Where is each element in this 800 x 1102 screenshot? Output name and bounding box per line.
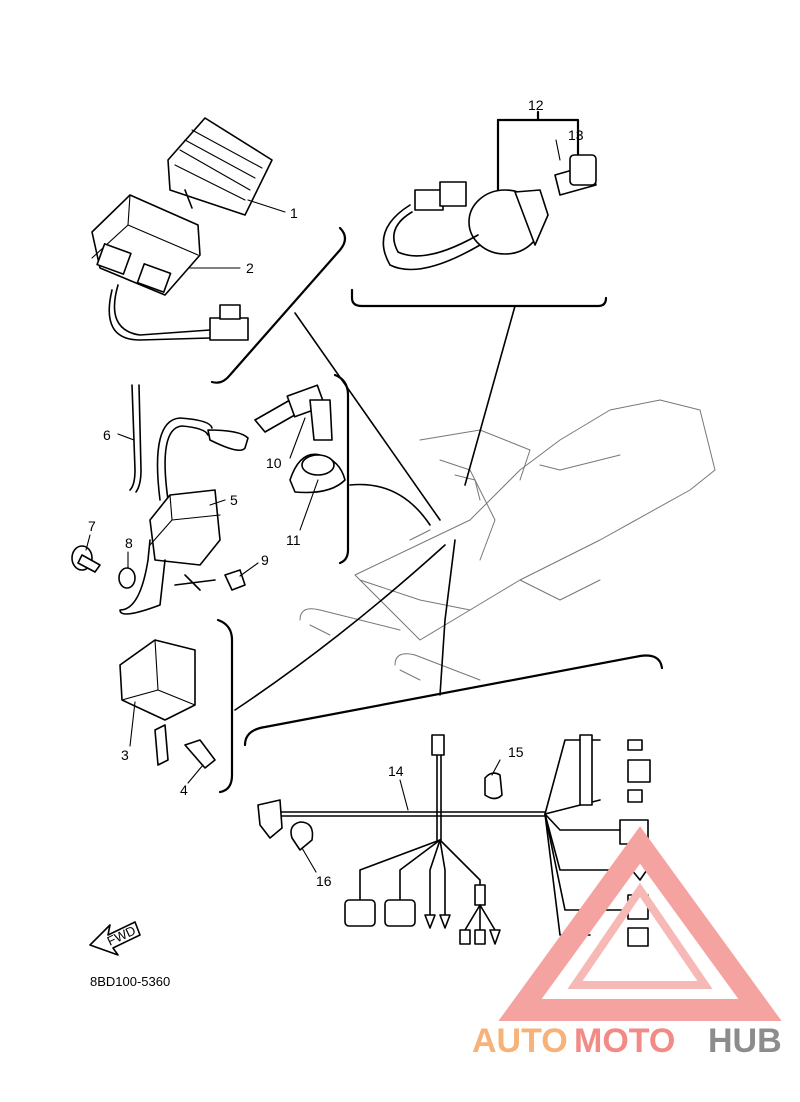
fwd-arrow-icon: FWD bbox=[89, 921, 141, 956]
callout-16: 16 bbox=[316, 873, 332, 889]
callout-15: 15 bbox=[508, 744, 524, 760]
part-12-main-switch bbox=[382, 110, 597, 271]
callout-9: 9 bbox=[261, 552, 269, 568]
callout-12: 12 bbox=[528, 97, 544, 113]
snowmobile-outline bbox=[299, 399, 716, 681]
callout-6: 6 bbox=[103, 427, 111, 443]
callout-10: 10 bbox=[266, 455, 282, 471]
diagram-code: 8BD100-5360 bbox=[90, 974, 170, 989]
watermark-hub: HUB bbox=[708, 1022, 782, 1060]
callout-8: 8 bbox=[125, 535, 133, 551]
callout-1: 1 bbox=[290, 205, 298, 221]
watermark-auto: AUTO bbox=[472, 1022, 568, 1060]
watermark-logo: AUTO MOTO HUB bbox=[472, 826, 782, 1060]
callout-4: 4 bbox=[180, 782, 188, 798]
callout-3: 3 bbox=[121, 747, 129, 763]
group-brackets bbox=[210, 226, 664, 794]
part-2-cdi-unit bbox=[91, 194, 249, 341]
assembly-leaders bbox=[234, 305, 516, 711]
part-3-rectifier bbox=[119, 639, 216, 769]
callout-5: 5 bbox=[230, 492, 238, 508]
callout-leaders bbox=[85, 139, 561, 873]
callout-7: 7 bbox=[88, 518, 96, 534]
callout-14: 14 bbox=[388, 763, 404, 779]
ignition-coil-group bbox=[71, 384, 346, 615]
callout-2: 2 bbox=[246, 260, 254, 276]
watermark-moto: MOTO bbox=[574, 1022, 675, 1060]
callout-11: 11 bbox=[286, 532, 301, 548]
callout-labels: 1 2 3 4 5 6 7 8 9 10 11 12 13 14 15 16 bbox=[88, 97, 584, 889]
callout-13: 13 bbox=[568, 127, 584, 143]
part-1-unit bbox=[167, 117, 273, 216]
